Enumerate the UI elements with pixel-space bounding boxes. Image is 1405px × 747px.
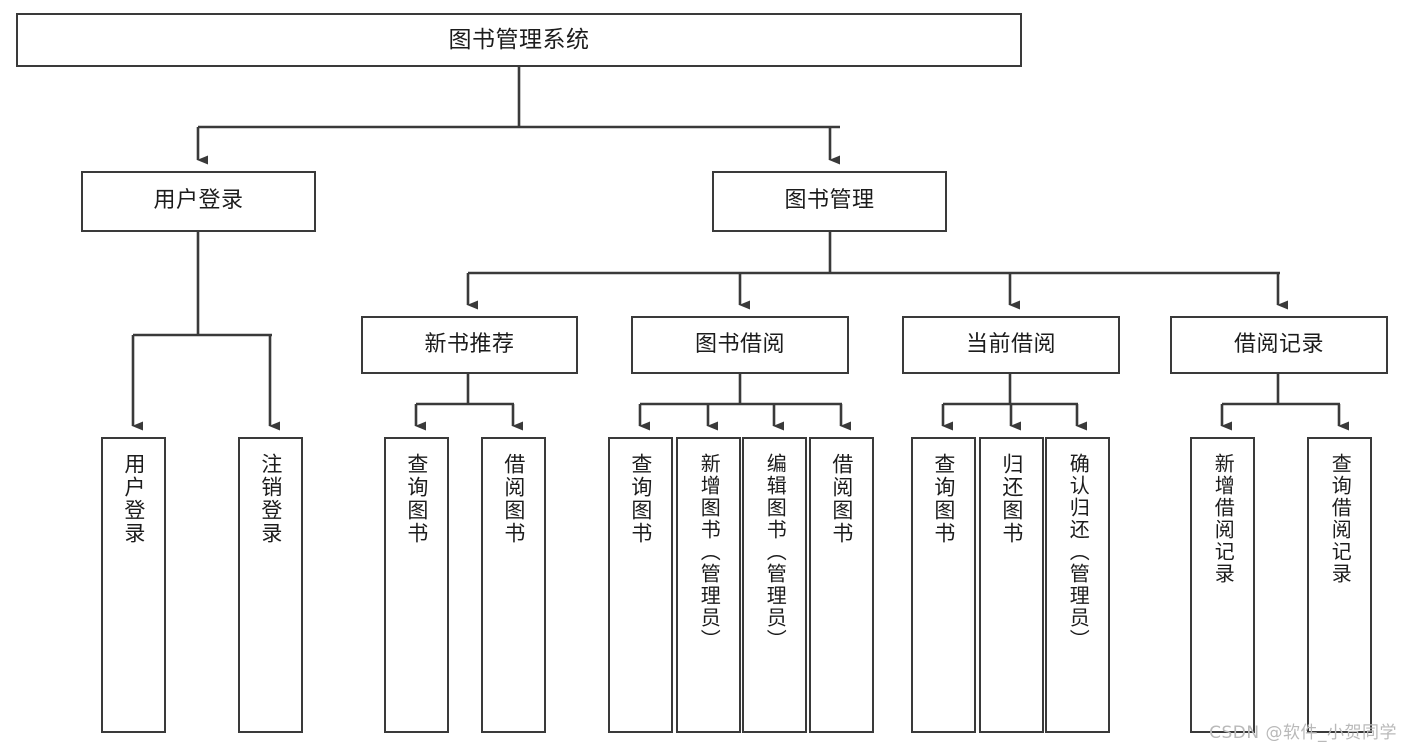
node-label: 图书管理系统 — [448, 26, 590, 53]
node-label: 归还图书 — [999, 453, 1024, 545]
node-new-book-recommendation[interactable]: 新书推荐 — [361, 316, 578, 374]
node-label: 用户登录 — [121, 453, 146, 545]
node-leaf-add-borrow-record[interactable]: 新增借阅记录 — [1190, 437, 1255, 733]
node-label: 确认归还（管理员） — [1066, 453, 1091, 651]
node-label: 查询借阅记录 — [1328, 453, 1353, 585]
node-leaf-confirm-return-admin[interactable]: 确认归还（管理员） — [1045, 437, 1110, 733]
node-leaf-query-books-current[interactable]: 查询图书 — [911, 437, 976, 733]
node-label: 查询图书 — [931, 453, 956, 545]
node-label: 图书管理 — [784, 188, 875, 214]
watermark-text: CSDN @软件_小贺同学 — [1209, 723, 1397, 743]
node-leaf-user-login[interactable]: 用户登录 — [101, 437, 166, 733]
node-label: 借阅图书 — [501, 453, 526, 545]
node-label: 新增借阅记录 — [1211, 453, 1236, 585]
node-leaf-query-books-recommend[interactable]: 查询图书 — [384, 437, 449, 733]
node-leaf-add-book-admin[interactable]: 新增图书（管理员） — [676, 437, 741, 733]
node-borrowing-records[interactable]: 借阅记录 — [1170, 316, 1388, 374]
node-leaf-query-books-borrow[interactable]: 查询图书 — [608, 437, 673, 733]
node-book-borrowing[interactable]: 图书借阅 — [631, 316, 849, 374]
node-label: 新书推荐 — [424, 331, 515, 357]
node-leaf-edit-book-admin[interactable]: 编辑图书（管理员） — [742, 437, 807, 733]
node-label: 借阅图书 — [829, 453, 854, 545]
node-label: 当前借阅 — [965, 331, 1056, 357]
node-label: 查询图书 — [404, 453, 429, 545]
node-current-borrowing[interactable]: 当前借阅 — [902, 316, 1120, 374]
node-label: 查询图书 — [628, 453, 653, 545]
node-root-book-management-system[interactable]: 图书管理系统 — [16, 13, 1022, 67]
node-leaf-return-books[interactable]: 归还图书 — [979, 437, 1044, 733]
node-label: 图书借阅 — [694, 331, 785, 357]
node-user-login[interactable]: 用户登录 — [81, 171, 316, 232]
node-book-management[interactable]: 图书管理 — [712, 171, 947, 232]
node-label: 注销登录 — [258, 453, 283, 545]
node-leaf-borrow-books[interactable]: 借阅图书 — [809, 437, 874, 733]
node-label: 用户登录 — [153, 188, 244, 214]
node-label: 借阅记录 — [1233, 331, 1324, 357]
node-leaf-logout[interactable]: 注销登录 — [238, 437, 303, 733]
node-leaf-borrow-books-recommend[interactable]: 借阅图书 — [481, 437, 546, 733]
node-label: 编辑图书（管理员） — [763, 453, 788, 651]
node-label: 新增图书（管理员） — [697, 453, 722, 651]
node-leaf-query-borrow-record[interactable]: 查询借阅记录 — [1307, 437, 1372, 733]
